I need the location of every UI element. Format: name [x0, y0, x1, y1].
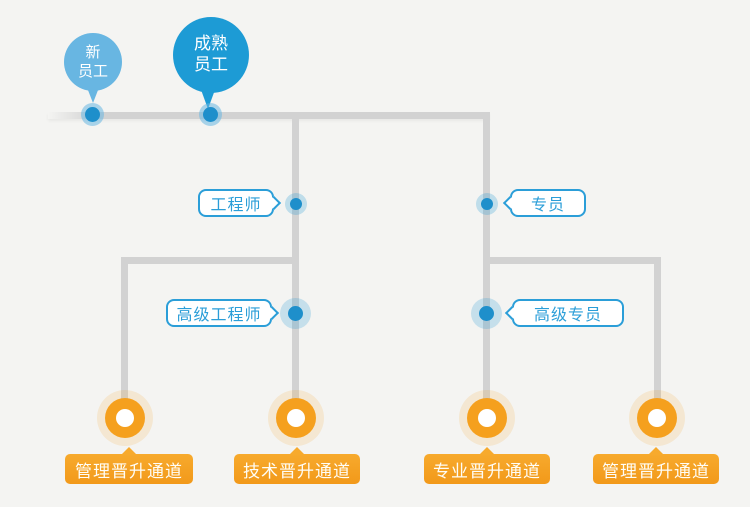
start-node-mature-employee: 成熟 员工: [173, 17, 249, 109]
channel-label-text: 专业晋升通道: [433, 461, 541, 482]
management-right-branch-line: [487, 257, 661, 264]
timeline-node-dot-mature: [203, 107, 218, 122]
mature-employee-label-line1: 成熟: [194, 33, 228, 54]
channel-label-management-left: 管理晋升通道: [65, 447, 193, 484]
channel-label-professional: 专业晋升通道: [424, 447, 550, 484]
management-right-track-line: [654, 257, 661, 420]
channel-endpoint-ring-3: [467, 398, 507, 438]
channel-label-text: 管理晋升通道: [602, 461, 710, 482]
label-arrow-up-icon: [648, 447, 664, 455]
bubble-pointer-right-icon: [264, 305, 280, 321]
node-dot-specialist: [481, 198, 493, 210]
management-left-branch-line: [121, 257, 296, 264]
new-employee-label-line2: 员工: [77, 62, 108, 80]
new-employee-label-line1: 新: [85, 43, 101, 62]
management-left-track-line: [121, 257, 128, 420]
node-dot-engineer: [290, 198, 302, 210]
node-dot-senior-engineer: [288, 306, 303, 321]
top-timeline-line: [48, 112, 489, 119]
ring-hole: [648, 409, 666, 427]
channel-endpoint-ring-4: [637, 398, 677, 438]
label-arrow-up-icon: [289, 447, 305, 455]
channel-endpoint-ring-2: [276, 398, 316, 438]
senior-engineer-label-text: 高级工程师: [176, 305, 262, 324]
ring-hole: [287, 409, 305, 427]
ring-hole: [478, 409, 496, 427]
level-label-senior-specialist: 高级专员: [504, 299, 624, 327]
mature-employee-label-line2: 员工: [194, 55, 228, 75]
senior-specialist-label-text: 高级专员: [533, 305, 602, 324]
bubble-pointer-left-icon: [502, 195, 518, 211]
engineer-track-line: [292, 112, 299, 420]
channel-label-management-right: 管理晋升通道: [593, 447, 719, 484]
timeline-node-dot-new: [85, 107, 100, 122]
label-arrow-up-icon: [479, 447, 495, 455]
level-label-engineer: 工程师: [198, 189, 282, 217]
node-dot-senior-specialist: [479, 306, 494, 321]
specialist-track-line: [483, 112, 490, 420]
channel-endpoint-ring-1: [105, 398, 145, 438]
bubble-pointer-left-icon: [504, 305, 520, 321]
bubble-pointer-right-icon: [266, 195, 282, 211]
channel-label-text: 管理晋升通道: [75, 461, 183, 482]
level-label-senior-engineer: 高级工程师: [166, 299, 280, 327]
balloon-tail-icon: [200, 87, 216, 109]
ring-hole: [116, 409, 134, 427]
engineer-label-text: 工程师: [210, 195, 262, 214]
start-node-new-employee: 新 员工: [64, 33, 122, 103]
channel-label-technical: 技术晋升通道: [234, 447, 360, 484]
specialist-label-text: 专员: [530, 195, 565, 214]
level-label-specialist: 专员: [502, 189, 586, 217]
label-arrow-up-icon: [121, 447, 137, 455]
new-employee-bubble: 新 员工: [64, 33, 122, 91]
channel-label-text: 技术晋升通道: [243, 461, 351, 482]
balloon-tail-icon: [86, 85, 100, 103]
mature-employee-bubble: 成熟 员工: [173, 17, 249, 93]
